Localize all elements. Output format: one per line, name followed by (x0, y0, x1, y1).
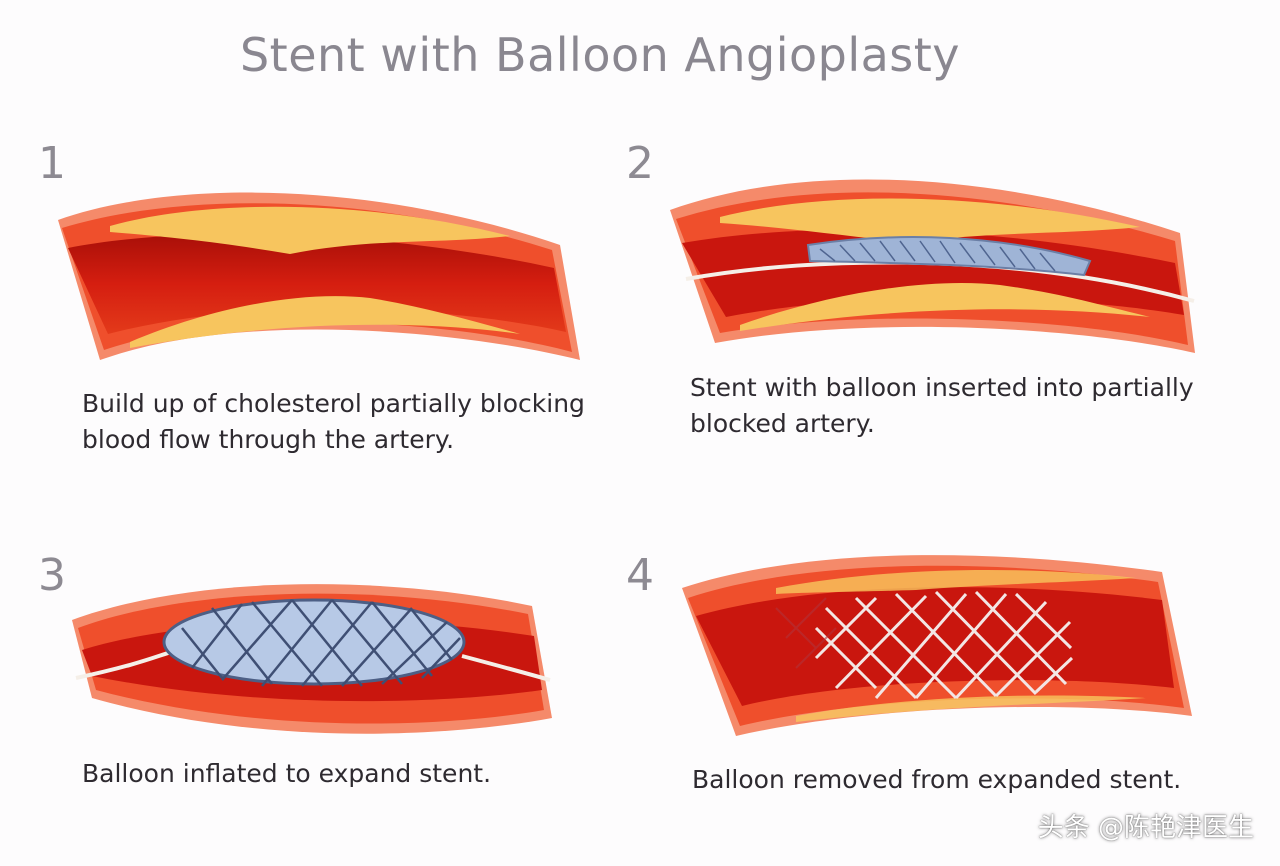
plaque-bottom (740, 282, 1150, 331)
watermark: 头条 @陈艳津医生 (1037, 813, 1254, 843)
step-2-caption: Stent with balloon inserted into partial… (690, 370, 1194, 442)
plaque-top (110, 206, 510, 254)
step-2-number: 2 (626, 138, 654, 189)
stent-mesh (819, 240, 1056, 272)
diagram-title: Stent with Balloon Angioplasty (239, 28, 961, 82)
expanded-stent-mesh (181, 599, 461, 687)
step-4-number: 4 (626, 550, 654, 601)
step-2-caption-line-2: blocked artery. (690, 409, 875, 438)
step-4-caption-line-1: Balloon removed from expanded stent. (692, 765, 1182, 794)
step-1-caption: Build up of cholesterol partially blocki… (82, 386, 585, 458)
artery-stent-insertion-illustration (670, 179, 1195, 353)
plaque-bottom (796, 695, 1146, 722)
step-3-caption-line-1: Balloon inflated to expand stent. (82, 759, 492, 788)
balloon-inflation-illustration (72, 584, 552, 734)
artery-lumen (68, 234, 566, 334)
step-1-caption-line-2: blood flow through the artery. (82, 425, 455, 454)
expanded-stent-mesh (814, 590, 1074, 700)
step-1-caption-line-1: Build up of cholesterol partially blocki… (82, 389, 585, 418)
step-2-caption-line-1: Stent with balloon inserted into partial… (690, 373, 1194, 402)
plaque-top (720, 198, 1140, 243)
stent-back-mesh (775, 597, 837, 669)
collapsed-stent (806, 236, 1092, 277)
plaque-bottom (130, 296, 520, 348)
step-3-caption: Balloon inflated to expand stent. (82, 756, 491, 792)
artery-plaque-illustration (58, 192, 580, 360)
expanded-stent-illustration (682, 555, 1192, 736)
step-1-number: 1 (38, 138, 66, 189)
plaque-top (776, 569, 1136, 594)
step-4-caption: Balloon removed from expanded stent. (692, 762, 1181, 798)
step-3-number: 3 (38, 550, 66, 601)
